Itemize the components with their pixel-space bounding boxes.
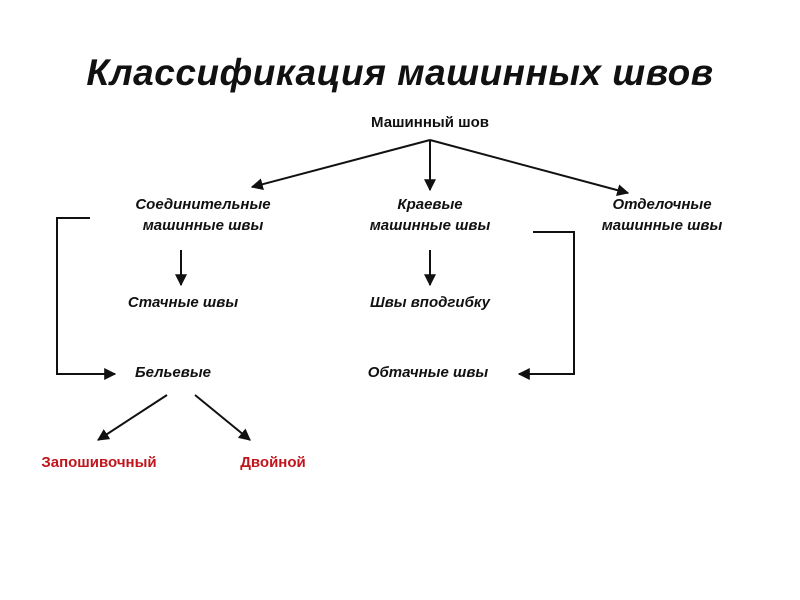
node-machine-seam: Машинный шов: [350, 112, 510, 133]
page-title: Классификация машинных швов: [86, 52, 714, 93]
arrow-linen-to-seam-felled: [96, 394, 168, 441]
node-facing-seams: Обтачные швы: [330, 362, 526, 383]
arrow-root-to-finishing: [429, 139, 630, 197]
node-machine-seam-label: Машинный шов: [371, 114, 489, 131]
node-edge-seams-line2: машинные швы: [369, 217, 491, 234]
node-stitched-seams: Стачные швы: [100, 292, 266, 313]
node-finishing-seams-line1: Отделочные: [612, 196, 712, 213]
node-double-seam: Двойной: [218, 452, 328, 473]
node-facing-seams-label: Обтачные швы: [367, 364, 489, 381]
node-edge-seams-line1: Краевые: [397, 196, 463, 213]
arrow-linen-to-double: [194, 394, 251, 441]
node-linen-seams: Бельевые: [110, 362, 236, 383]
node-finishing-seams: Отделочные машинные швы: [572, 194, 752, 236]
node-connecting-seams: Соединительные машинные швы: [100, 194, 306, 236]
node-seam-felled: Запошивочный: [14, 452, 184, 473]
node-hemmed-seams: Швы вподгибку: [340, 292, 520, 313]
node-edge-seams: Краевые машинные швы: [340, 194, 520, 236]
node-seam-felled-label: Запошивочный: [41, 454, 157, 471]
node-connecting-seams-line2: машинные швы: [142, 217, 264, 234]
bracket-connecting-to-linen: [56, 217, 117, 380]
bracket-edge-to-facing: [517, 231, 575, 380]
node-hemmed-seams-label: Швы вподгибку: [370, 294, 490, 311]
node-stitched-seams-label: Стачные швы: [127, 294, 239, 311]
arrow-root-to-connecting: [250, 139, 431, 191]
node-double-seam-label: Двойной: [240, 454, 306, 471]
node-connecting-seams-line1: Соединительные: [135, 196, 271, 213]
node-finishing-seams-line2: машинные швы: [601, 217, 723, 234]
node-linen-seams-label: Бельевые: [135, 364, 211, 381]
